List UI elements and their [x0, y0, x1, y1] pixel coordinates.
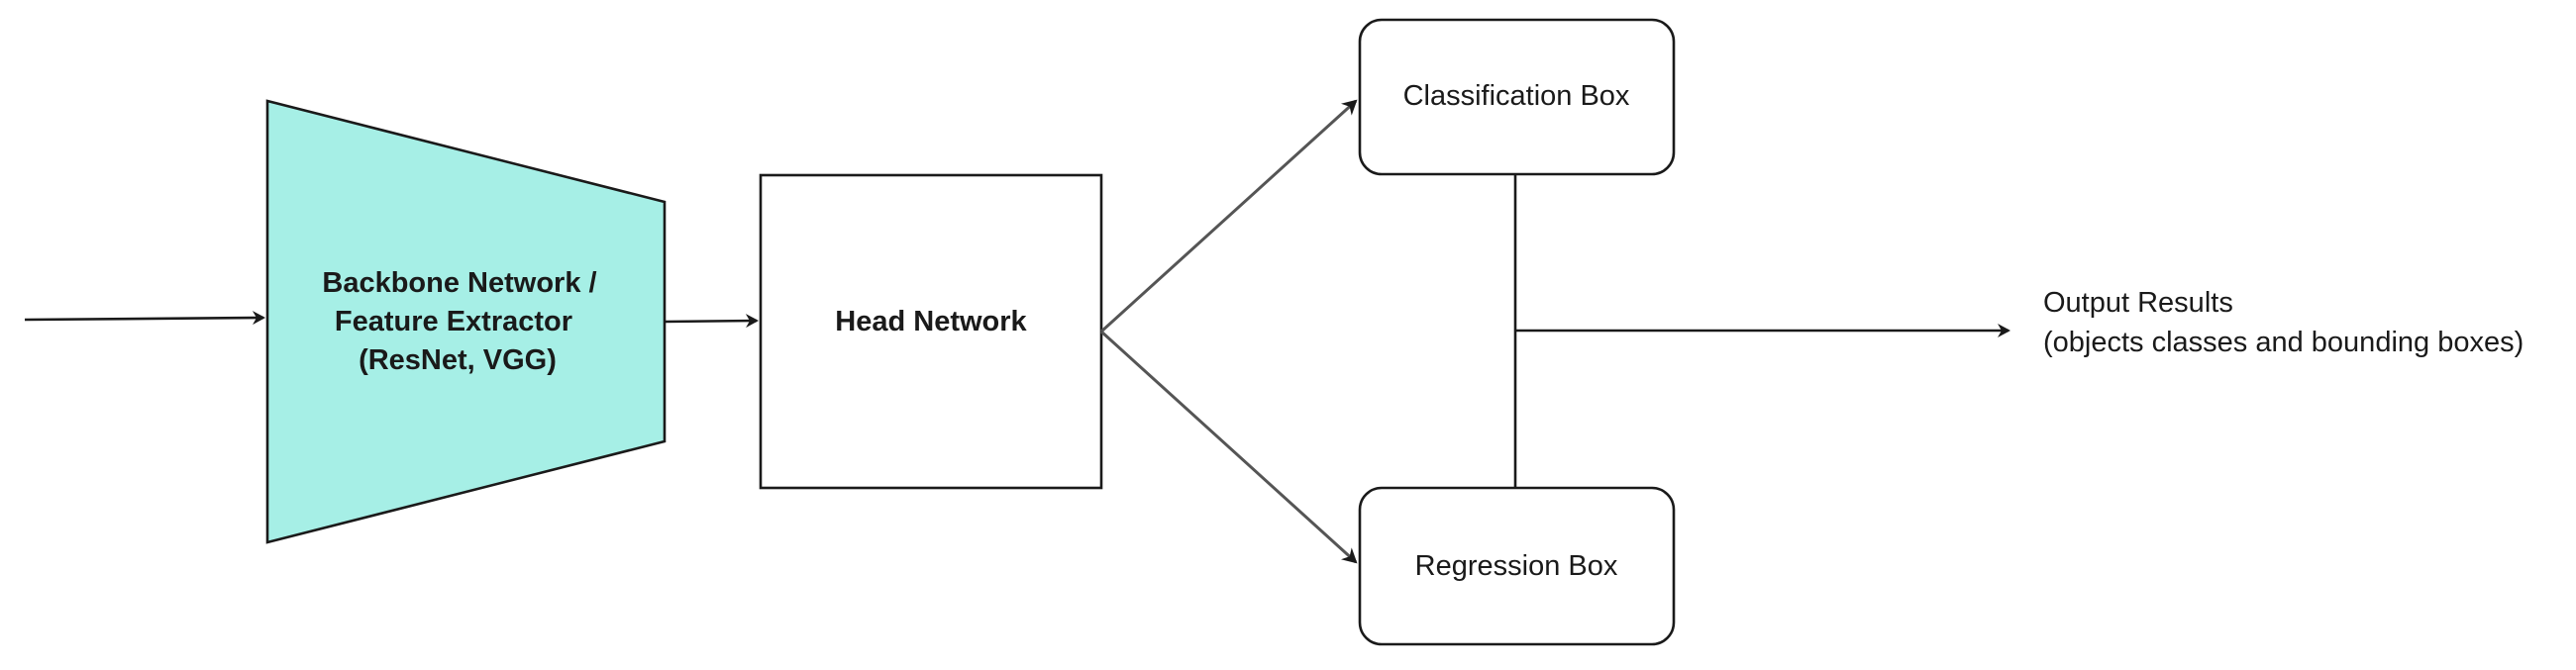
classification-node[interactable]: Classification Box [1358, 18, 1676, 176]
regression-node[interactable]: Regression Box [1358, 486, 1676, 646]
head-network-node[interactable]: Head Network [759, 173, 1103, 490]
regression-box [1358, 486, 1676, 646]
backbone-label-line-1: Backbone Network / [322, 267, 596, 299]
backbone-to-head-arrow [664, 314, 759, 329]
head-network-box [759, 173, 1103, 490]
head-to-classification-arrow [1099, 99, 1358, 334]
backbone-label: Backbone Network / Feature Extractor (Re… [322, 267, 604, 376]
backbone-node[interactable]: Backbone Network / Feature Extractor (Re… [265, 99, 667, 544]
head-to-regression-arrow [1099, 330, 1358, 564]
output-label-line-1: Output Results [2043, 287, 2233, 319]
backbone-label-line-3: (ResNet, VGG) [359, 344, 557, 376]
classification-box [1358, 18, 1676, 176]
head-network-label: Head Network [835, 306, 1027, 337]
output-label: Output Results (objects classes and boun… [2043, 287, 2524, 358]
backbone-label-line-2: Feature Extractor [335, 306, 572, 337]
input-arrow [24, 311, 265, 326]
regression-label: Regression Box [1415, 550, 1618, 582]
backbone-trapezoid-shape [265, 99, 667, 544]
output-label-line-2: (objects classes and bounding boxes) [2043, 327, 2524, 358]
classification-label: Classification Box [1403, 80, 1630, 112]
